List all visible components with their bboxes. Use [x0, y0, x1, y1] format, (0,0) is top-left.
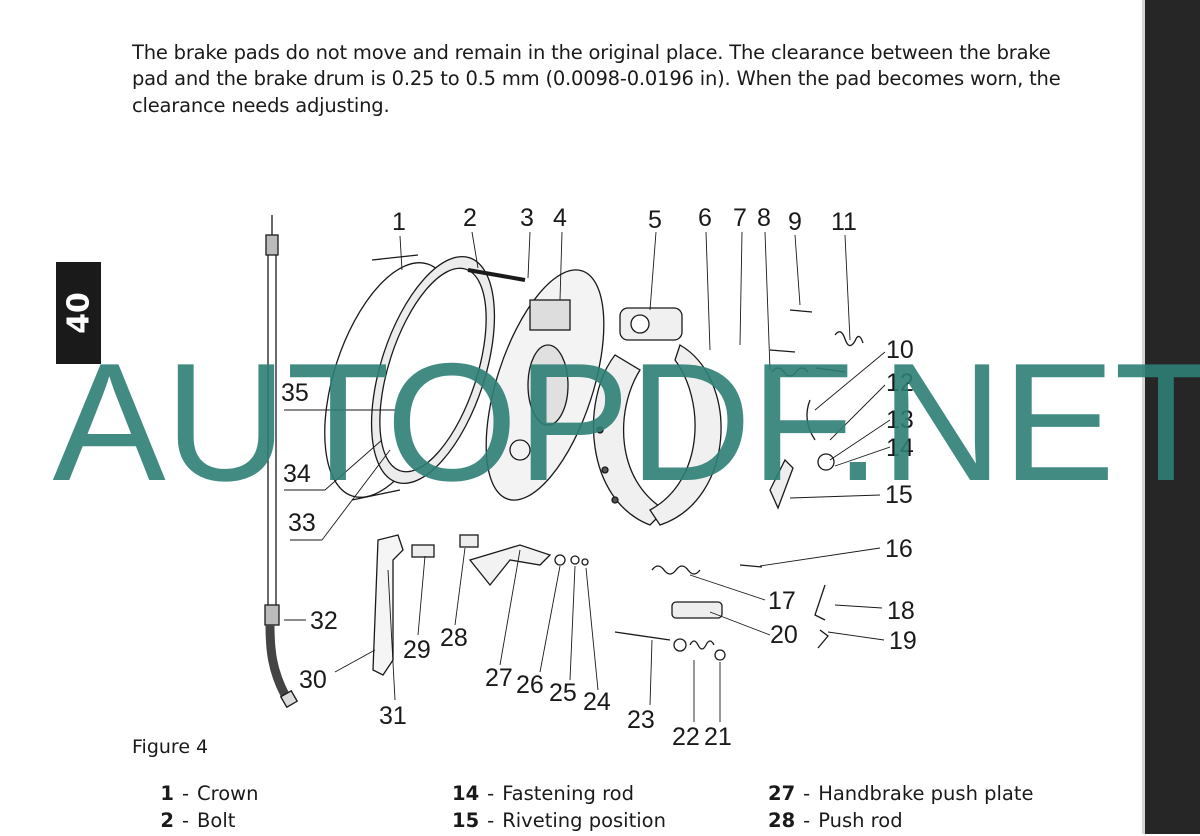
- legend-label: Crown: [197, 782, 259, 805]
- figure-caption: Figure 4: [132, 736, 209, 758]
- callout-30: 30: [299, 666, 327, 694]
- legend-number: 14: [452, 782, 480, 805]
- callout-28: 28: [440, 624, 468, 652]
- legend-column-1: 1-Crown 2-Bolt: [150, 782, 259, 836]
- callout-13: 13: [886, 406, 914, 434]
- legend-number: 27: [768, 782, 796, 805]
- brake-shoes-drawing: [592, 344, 722, 526]
- legend-label: Fastening rod: [502, 782, 634, 805]
- page-viewer-gutter: [1142, 0, 1145, 834]
- handbrake-cable-drawing: [264, 215, 299, 709]
- legend-item: 14-Fastening rod: [452, 782, 666, 809]
- legend-separator: -: [182, 809, 190, 832]
- intro-paragraph: The brake pads do not move and remain in…: [132, 40, 1061, 117]
- callout-32: 32: [310, 607, 338, 635]
- chapter-tab: 40: [56, 262, 101, 364]
- callout-numbers: 1 2 3 4 5 6 7 8 9 11 10 12 13 14 15 16 1…: [281, 204, 917, 751]
- callout-2: 2: [463, 204, 477, 232]
- brake-drum-drawing: [324, 254, 496, 501]
- callout-33: 33: [288, 509, 316, 537]
- callout-11: 11: [831, 208, 857, 236]
- callout-19: 19: [889, 627, 917, 655]
- legend-label: Push rod: [818, 809, 903, 832]
- callout-1: 1: [392, 208, 406, 236]
- callout-20: 20: [770, 621, 798, 649]
- page-viewer-scrollbar-track[interactable]: [1145, 0, 1200, 834]
- callout-18: 18: [887, 597, 915, 625]
- legend-item: 28-Push rod: [768, 809, 1034, 836]
- legend-item: 1-Crown: [150, 782, 259, 809]
- watermark: AUTOPDF.NET: [52, 328, 1200, 516]
- legend-label: Handbrake push plate: [818, 782, 1034, 805]
- legend-number: 1: [160, 782, 174, 805]
- callout-16: 16: [885, 535, 913, 563]
- legend-separator: -: [487, 782, 495, 805]
- legend-label: Bolt: [197, 809, 236, 832]
- legend-item: 2-Bolt: [150, 809, 259, 836]
- legend-column-2: 14-Fastening rod 15-Riveting position: [452, 782, 666, 836]
- legend-number: 15: [452, 809, 480, 832]
- callout-35: 35: [281, 379, 309, 407]
- callout-25: 25: [549, 679, 577, 707]
- callout-17: 17: [768, 587, 796, 615]
- callout-12: 12: [886, 369, 914, 397]
- callout-34: 34: [283, 460, 311, 488]
- callout-26: 26: [516, 671, 544, 699]
- callout-14: 14: [886, 434, 914, 462]
- legend-item: 15-Riveting position: [452, 809, 666, 836]
- legend-number: 28: [768, 809, 796, 832]
- callout-8: 8: [757, 204, 771, 232]
- springs-and-pins-drawing: [614, 309, 864, 661]
- callout-29: 29: [403, 636, 431, 664]
- legend-separator: -: [182, 782, 190, 805]
- callout-7: 7: [733, 204, 747, 232]
- callout-23: 23: [627, 706, 655, 734]
- wheel-cylinder-drawing: [619, 307, 683, 341]
- legend-separator: -: [803, 782, 811, 805]
- callout-24: 24: [583, 688, 611, 716]
- callout-5: 5: [648, 206, 662, 234]
- callout-6: 6: [698, 204, 712, 232]
- callout-leaders: [284, 231, 891, 722]
- callout-4: 4: [553, 204, 567, 232]
- legend-item: 27-Handbrake push plate: [768, 782, 1034, 809]
- legend-separator: -: [803, 809, 811, 832]
- callout-31: 31: [379, 702, 407, 730]
- callout-15: 15: [885, 481, 913, 509]
- callout-21: 21: [704, 723, 732, 751]
- legend-column-3: 27-Handbrake push plate 28-Push rod: [768, 782, 1034, 836]
- callout-3: 3: [520, 204, 534, 232]
- callout-9: 9: [788, 208, 802, 236]
- handbrake-lever-drawing: [372, 268, 589, 676]
- backing-plate-drawing: [485, 269, 605, 501]
- legend-separator: -: [487, 809, 495, 832]
- callout-22: 22: [672, 723, 700, 751]
- callout-10: 10: [886, 336, 914, 364]
- legend-label: Riveting position: [502, 809, 666, 832]
- callout-27: 27: [485, 664, 513, 692]
- legend-number: 2: [160, 809, 174, 832]
